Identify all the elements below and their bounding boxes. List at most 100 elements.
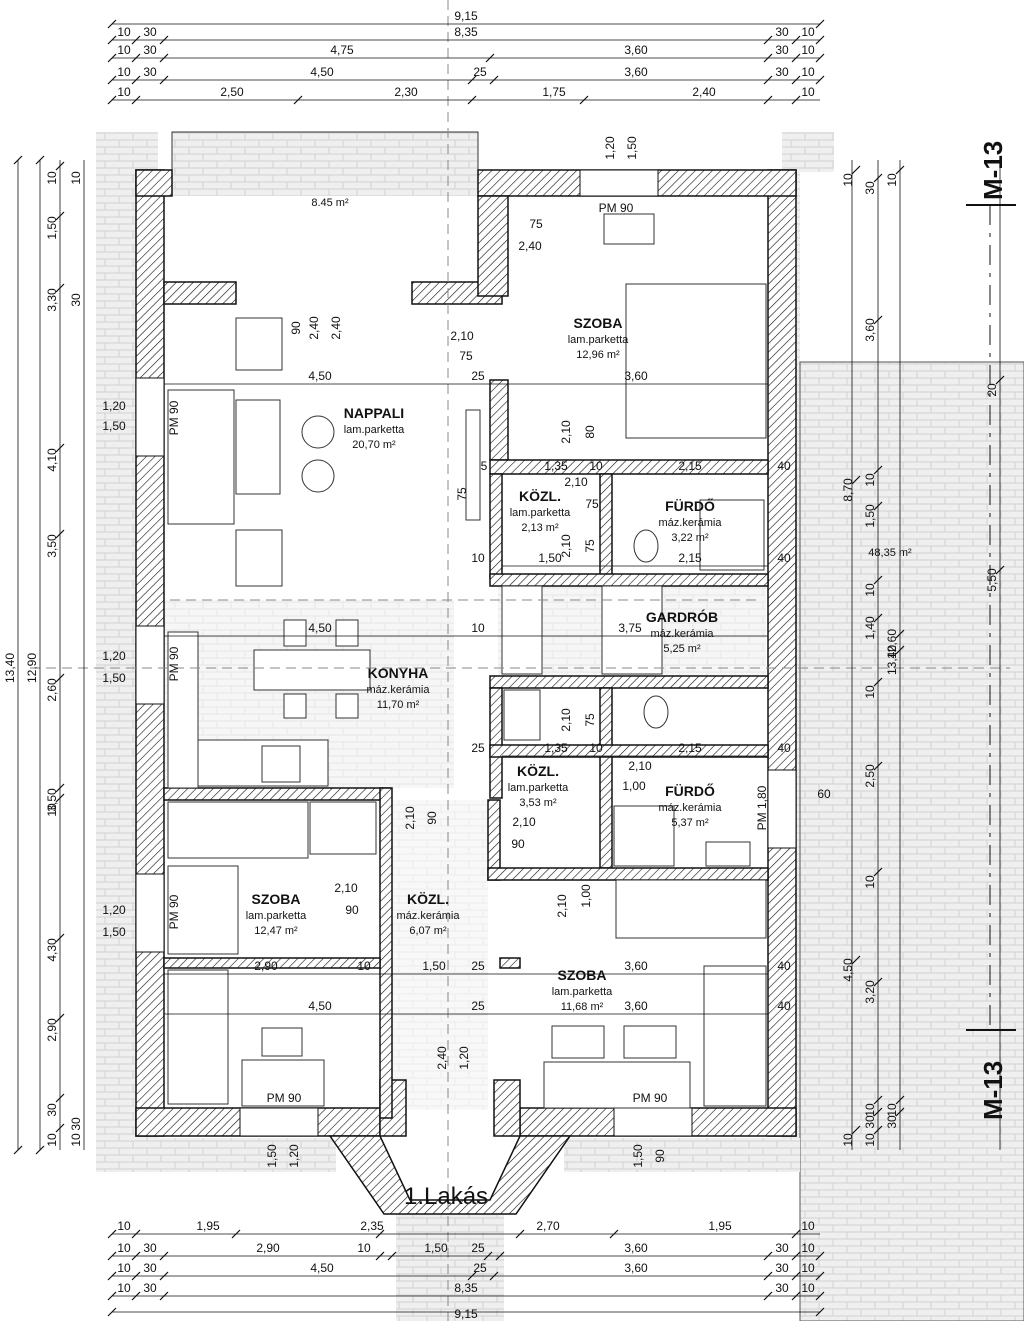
opening-label: 75: [585, 497, 599, 511]
dimension-tick: [791, 53, 801, 63]
dimension-label: 4,50: [310, 65, 334, 79]
opening-label: 75: [455, 487, 469, 501]
dimension-tick: [763, 53, 773, 63]
dimension-tick: [851, 475, 861, 485]
section-label-bottom: M-13: [978, 1061, 1008, 1120]
dimension-label: 3,50: [45, 788, 59, 812]
dimension-label: 3,60: [624, 1261, 648, 1275]
dimension-tick: [467, 75, 477, 85]
dimension-tick: [851, 165, 861, 175]
dimension-tick: [815, 75, 825, 85]
dimension-tick: [895, 629, 905, 639]
dimension-label: 9,15: [454, 1307, 478, 1321]
furniture: [167, 213, 767, 1109]
dimension-tick: [13, 1145, 23, 1155]
dimension-tick: [467, 95, 477, 105]
dimension-label: 10: [117, 85, 131, 99]
interior-dimension: 40: [777, 959, 791, 973]
opening-label: 1,20: [603, 136, 617, 160]
opening-label: 75: [459, 349, 473, 363]
dimension-label: 10: [117, 1261, 131, 1275]
dimension-label: 25: [473, 65, 487, 79]
opening-label: 1,00: [579, 884, 593, 908]
dimension-label: 30: [775, 1281, 789, 1295]
dimension-label: 9,15: [454, 9, 478, 23]
dimension-label: 10: [863, 1103, 877, 1117]
dimension-label: 10: [117, 43, 131, 57]
dimension-label: 2,90: [45, 1018, 59, 1042]
opening-label: 2,10: [334, 881, 358, 895]
opening-label: 75: [529, 217, 543, 231]
interior-dimension: 2,15: [678, 551, 702, 565]
dimension-label: 30: [143, 65, 157, 79]
dimension-tick: [375, 1251, 385, 1261]
dimension-label: 1,50: [45, 216, 59, 240]
room-area: 8.45 m²: [311, 197, 349, 209]
opening-label: 90: [511, 837, 525, 851]
opening-label: 2,10: [450, 329, 474, 343]
dimension-tick: [815, 1251, 825, 1261]
dimension-tick: [895, 1107, 905, 1117]
dimension-label: 2,70: [536, 1219, 560, 1233]
dimension-tick: [791, 1251, 801, 1261]
dimension-tick: [55, 783, 65, 793]
dimension-label: 20: [985, 383, 999, 397]
dimension-label: 2,40: [692, 85, 716, 99]
room-name: SZOBA: [558, 967, 607, 983]
dimension-tick: [107, 1307, 117, 1317]
dimension-label: 12,90: [25, 653, 39, 683]
dimension-label: 1,50: [863, 504, 877, 528]
interior-dimension: 1,50: [422, 959, 446, 973]
dimension-tick: [815, 19, 825, 29]
dimension-tick: [763, 95, 773, 105]
dimension-tick: [159, 53, 169, 63]
dimension-tick: [55, 673, 65, 683]
opening-label: 1,50: [625, 136, 639, 160]
room-surface: lam.parketta: [246, 910, 307, 922]
dimension-label: 3,60: [863, 318, 877, 342]
interior-dimension: 25: [471, 959, 485, 973]
dimension-tick: [107, 75, 117, 85]
window-label: PM 90: [167, 400, 181, 435]
dimension-tick: [873, 867, 883, 877]
dimension-label: 4,50: [310, 1261, 334, 1275]
dimension-tick: [13, 155, 23, 165]
interior-dimension: 1,50: [538, 551, 562, 565]
dimension-tick: [55, 933, 65, 943]
dimension-tick: [895, 165, 905, 175]
dimension-tick: [579, 95, 589, 105]
dimension-tick: [107, 95, 117, 105]
dimension-tick: [159, 75, 169, 85]
room-surface: lam.parketta: [510, 507, 571, 519]
dimension-label: 3,30: [45, 288, 59, 312]
dimension-label: 30: [143, 1241, 157, 1255]
window-label: PM 90: [167, 894, 181, 929]
window-label: PM 90: [633, 1091, 668, 1105]
dimension-tick: [495, 1251, 505, 1261]
interior-dimension: 25: [471, 741, 485, 755]
room-area: 5,37 m²: [671, 817, 709, 829]
room-area: 48,35 m²: [868, 547, 912, 559]
dimension-label: 30: [775, 1241, 789, 1255]
interior-dimension: 1,35: [544, 459, 568, 473]
dimension-tick: [873, 1095, 883, 1105]
dimension-tick: [995, 375, 1005, 385]
room-name: KÖZL.: [407, 891, 449, 907]
dimension-tick: [55, 211, 65, 221]
dimension-label: 3,20: [863, 980, 877, 1004]
dimension-tick: [107, 1229, 117, 1239]
opening-label: 90: [425, 811, 439, 825]
dimension-tick: [467, 1271, 477, 1281]
dimension-tick: [489, 75, 499, 85]
dimension-label: 30: [143, 1261, 157, 1275]
dimension-label: 5,50: [985, 568, 999, 592]
dimension-tick: [515, 1229, 525, 1239]
plan-label: 1.Lakás: [404, 1183, 488, 1210]
dimension-tick: [375, 1229, 385, 1239]
dimension-tick: [35, 155, 45, 165]
opening-label: 2,10: [403, 806, 417, 830]
dimension-label: 10: [801, 1261, 815, 1275]
dimension-label: 1,50: [102, 671, 126, 685]
opening-label: 90: [289, 321, 303, 335]
